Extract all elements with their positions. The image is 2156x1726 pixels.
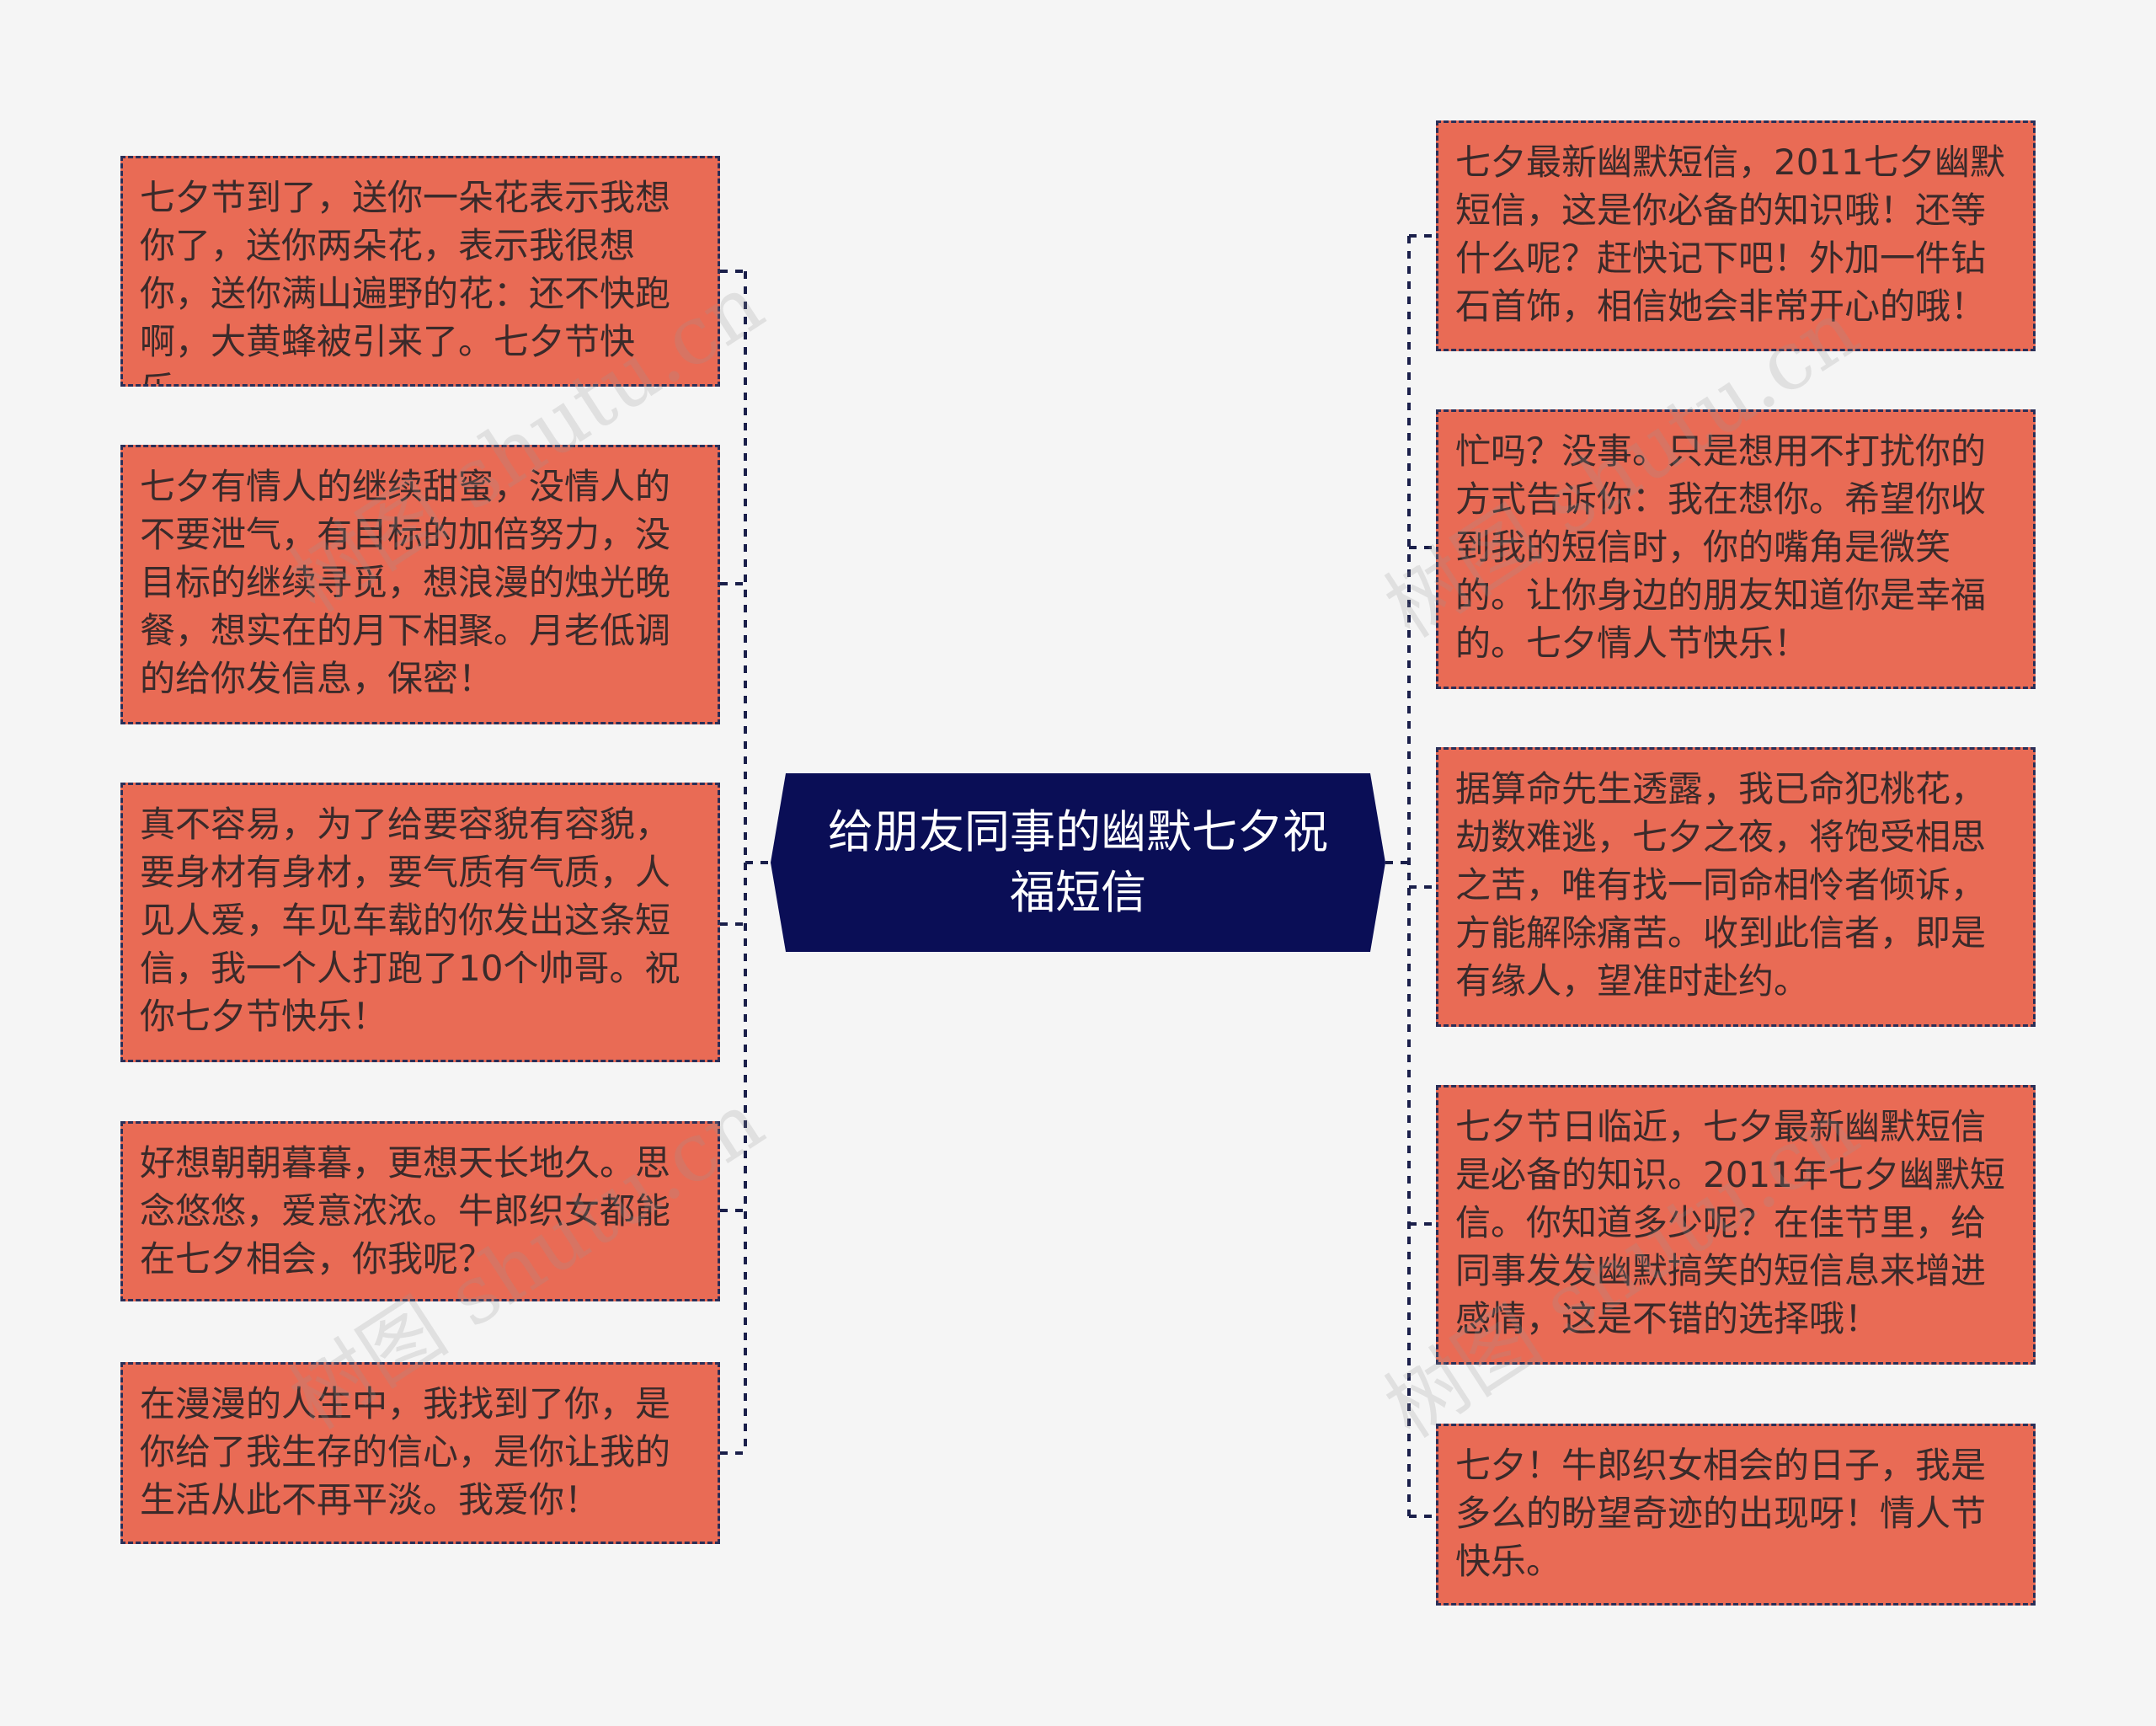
left-node-5[interactable]: 在漫漫的人生中，我找到了你，是你给了我生存的信心，是你让我的生活从此不再平淡。我… bbox=[120, 1362, 720, 1544]
center-topic-node[interactable]: 给朋友同事的幽默七夕祝福短信 bbox=[771, 773, 1385, 952]
center-topic-title: 给朋友同事的幽默七夕祝福短信 bbox=[828, 805, 1328, 919]
right-node-5[interactable]: 七夕！牛郎织女相会的日子，我是多么的盼望奇迹的出现呀！情人节快乐。 bbox=[1436, 1424, 2036, 1606]
right-node-4[interactable]: 七夕节日临近，七夕最新幽默短信是必备的知识。2011年七夕幽默短信。你知道多少呢… bbox=[1436, 1085, 2036, 1365]
left-node-4[interactable]: 好想朝朝暮暮，更想天长地久。思念悠悠，爱意浓浓。牛郎织女都能在七夕相会，你我呢？ bbox=[120, 1121, 720, 1301]
left-node-3[interactable]: 真不容易，为了给要容貌有容貌，要身材有身材，要气质有气质，人见人爱，车见车载的你… bbox=[120, 783, 720, 1062]
left-node-2[interactable]: 七夕有情人的继续甜蜜，没情人的不要泄气，有目标的加倍努力，没目标的继续寻觅，想浪… bbox=[120, 445, 720, 724]
right-node-1[interactable]: 七夕最新幽默短信，2011七夕幽默短信，这是你必备的知识哦！还等什么呢？赶快记下… bbox=[1436, 120, 2036, 351]
right-node-2[interactable]: 忙吗？没事。只是想用不打扰你的方式告诉你：我在想你。希望你收到我的短信时，你的嘴… bbox=[1436, 409, 2036, 689]
left-node-1[interactable]: 七夕节到了，送你一朵花表示我想你了，送你两朵花，表示我很想你，送你满山遍野的花：… bbox=[120, 156, 720, 387]
right-node-3[interactable]: 据算命先生透露，我已命犯桃花，劫数难逃，七夕之夜，将饱受相思之苦，唯有找一同命相… bbox=[1436, 747, 2036, 1027]
